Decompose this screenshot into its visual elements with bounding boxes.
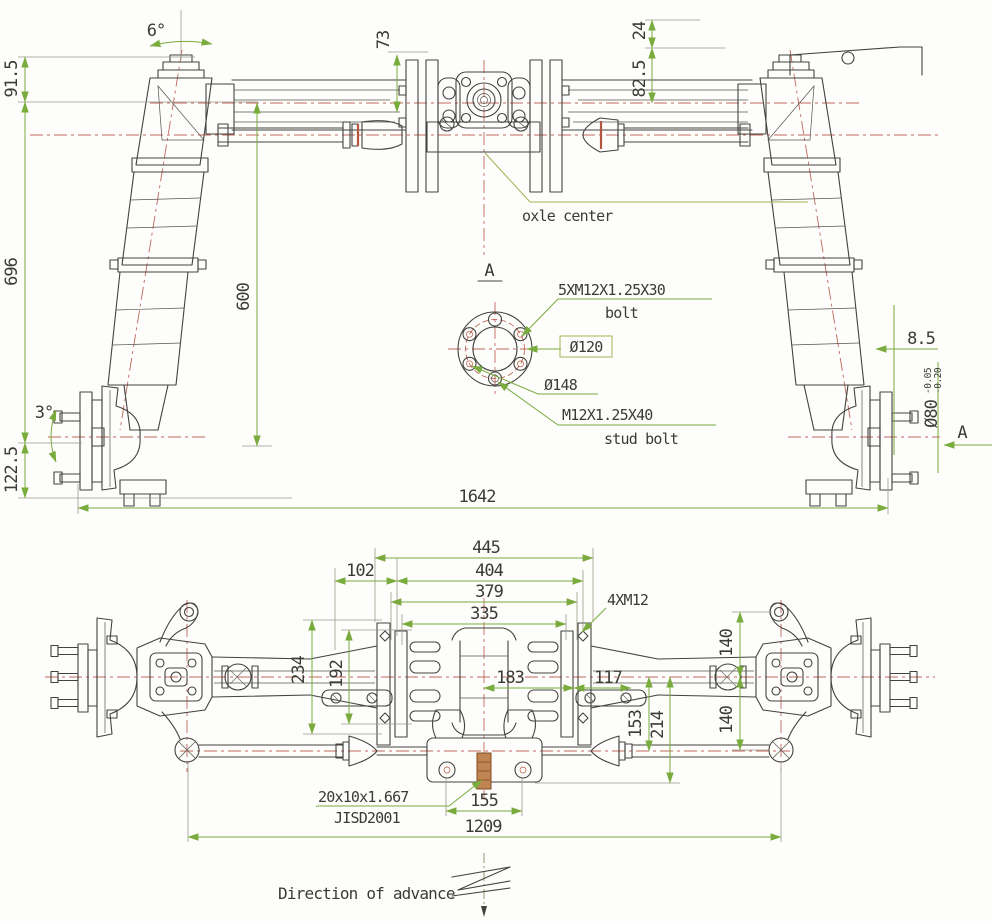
dim-kingpin-angle: 3° (35, 403, 53, 423)
dim-73: 73 (374, 31, 394, 49)
left-kingpin-leg (107, 54, 235, 431)
dim-404: 404 (475, 561, 503, 581)
dim-600: 600 (234, 282, 254, 310)
left-wheel-hub (53, 385, 167, 507)
central-housing-top (398, 59, 570, 193)
dim-91-5: 91.5 (2, 61, 22, 98)
advance-symbol (451, 853, 511, 917)
dim-153: 153 (626, 710, 646, 738)
top-view-parts (53, 46, 923, 507)
dim-8-5: 8.5 (907, 329, 935, 349)
spline-standard-label: JISD2001 (334, 809, 401, 827)
axle-beam (231, 79, 753, 131)
detail-a-title: A (484, 261, 494, 281)
shaft-diameter-callout: Ø80 -0.05 -0.20 (922, 367, 944, 428)
left-knuckle (136, 602, 213, 763)
dim-1209: 1209 (465, 817, 503, 837)
dim-445: 445 (472, 538, 500, 558)
dim-192: 192 (327, 660, 347, 688)
dim-140-lower: 140 (717, 705, 737, 733)
top-view-centerlines (30, 49, 940, 438)
axle-center-label: oxle center (522, 207, 613, 225)
bolt-word-label: bolt (605, 304, 638, 322)
spline-spec-label: 20x10x1.667 (318, 788, 409, 806)
detail-a-view: A 5XM12X1.25X30 bolt Ø120 Ø148 M12X1.25X… (448, 261, 716, 448)
direction-of-advance: Direction of advance (278, 853, 511, 917)
dim-696: 696 (2, 257, 22, 285)
dim-155: 155 (470, 791, 498, 811)
dim-camber-angle: 6° (147, 21, 165, 41)
dim-117: 117 (594, 668, 622, 688)
tie-rod (198, 735, 770, 767)
stud-word-label: stud bolt (604, 430, 678, 448)
flange-bolts (462, 312, 528, 386)
dia-148-label: Ø148 (544, 376, 578, 394)
bottom-view-parts (50, 602, 918, 790)
dim-234: 234 (289, 655, 309, 683)
dim-122-5: 122.5 (2, 447, 22, 493)
drive-shafts-top (217, 117, 751, 153)
svg-text:-0.20: -0.20 (933, 367, 944, 394)
direction-label: Direction of advance (278, 884, 455, 903)
left-hub-bottom (50, 617, 138, 738)
svg-text:-0.05: -0.05 (923, 368, 934, 394)
right-hub-bottom (830, 617, 918, 738)
stud-spec-label: M12X1.25X40 (562, 406, 653, 424)
bolt-callout-4xm12: 4XM12 (607, 591, 648, 609)
dim-1642: 1642 (459, 487, 496, 507)
steering-box (426, 709, 543, 790)
bottom-view-dimensions: 445 404 102 379 335 4XM12 234 192 183 11… (187, 538, 782, 842)
dim-102: 102 (346, 561, 374, 581)
dim-140-upper: 140 (717, 628, 737, 656)
section-arrow-label: A (957, 423, 967, 443)
right-wheel-hub (805, 385, 919, 507)
dim-82-5: 82.5 (630, 61, 650, 98)
dim-183: 183 (496, 668, 524, 688)
top-view-dimensions: 6° 73 24 82.5 91.5 696 122.5 3° 600 164 (2, 10, 992, 514)
bolt-spec-label: 5XM12X1.25X30 (558, 281, 666, 299)
svg-text:Ø80: Ø80 (922, 399, 942, 427)
right-knuckle (755, 602, 832, 763)
dim-24: 24 (630, 21, 650, 40)
right-kingpin-leg (737, 46, 923, 431)
dim-379: 379 (475, 582, 503, 602)
dim-214: 214 (648, 710, 668, 738)
dim-335: 335 (470, 604, 498, 624)
dia-120-label: Ø120 (570, 338, 604, 356)
